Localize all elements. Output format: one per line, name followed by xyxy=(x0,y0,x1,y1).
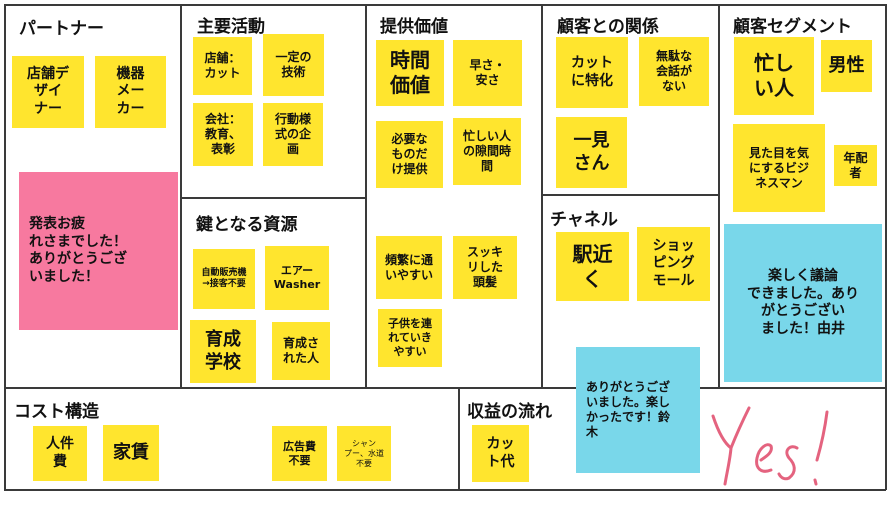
sticky-note-male[interactable]: 男性 xyxy=(821,40,872,92)
section-title-customer-relationships: 顧客との関係 xyxy=(557,17,659,37)
section-title-revenue-streams: 収益の流れ xyxy=(467,402,552,422)
section-title-partners: パートナー xyxy=(19,19,104,39)
sticky-note-labor-cost[interactable]: 人件 費 xyxy=(33,426,87,481)
section-title-cost-structure: コスト構造 xyxy=(14,402,99,422)
section-title-channels: チャネル xyxy=(550,210,618,230)
sticky-note-store-cut[interactable]: 店舗： カット xyxy=(193,37,252,95)
sticky-note-speed-cheap[interactable]: 早さ・ 安さ xyxy=(453,40,522,106)
divider-top-bottom xyxy=(4,387,886,389)
sticky-note-no-ads[interactable]: 広告費 不要 xyxy=(272,426,327,481)
sticky-note-company-education[interactable]: 会社： 教育、 表彰 xyxy=(193,103,253,166)
sticky-note-easy-frequent[interactable]: 頻繁に通 いやすい xyxy=(376,236,442,299)
sticky-note-revenue-thanks[interactable]: ありがとうござ いました。楽し かったです！鈴 木 xyxy=(576,347,700,473)
divider-activities-value xyxy=(365,4,367,388)
sticky-note-busy-people[interactable]: 忙し い人 xyxy=(734,37,814,115)
sticky-note-busy-spare-time[interactable]: 忙しい人 の隙間時 間 xyxy=(453,118,521,185)
section-title-key-activities: 主要活動 xyxy=(197,17,265,37)
sticky-note-only-needed[interactable]: 必要な ものだ け提供 xyxy=(376,121,443,188)
sticky-note-store-designer[interactable]: 店舗デ ザイ ナー xyxy=(12,56,84,128)
canvas-border-bottom xyxy=(4,489,886,491)
sticky-note-no-chat[interactable]: 無駄な 会話が ない xyxy=(639,37,709,106)
sticky-note-first-time[interactable]: 一見 さん xyxy=(556,117,627,188)
section-title-key-resources: 鍵となる資源 xyxy=(196,215,298,235)
sticky-note-image-conscious-businessman[interactable]: 見た目を気 にするビジ ネスマン xyxy=(733,124,825,212)
divider-partners-activities xyxy=(180,4,182,388)
sticky-note-fixed-skill[interactable]: 一定の 技術 xyxy=(263,34,324,96)
sticky-note-vending-machine[interactable]: 自動販売機 →接客不要 xyxy=(193,249,255,309)
sticky-note-with-children[interactable]: 子供を連 れていき やすい xyxy=(378,309,442,367)
section-title-customer-segments: 顧客セグメント xyxy=(733,17,852,37)
sticky-note-near-station[interactable]: 駅近 く xyxy=(556,232,629,301)
sticky-note-rent[interactable]: 家賃 xyxy=(103,425,159,481)
sticky-note-behavior-plan[interactable]: 行動様 式の企 画 xyxy=(263,103,323,166)
sticky-note-cut-focus[interactable]: カット に特化 xyxy=(556,37,628,108)
sticky-note-trained-people[interactable]: 育成さ れた人 xyxy=(272,322,330,380)
sticky-note-clean-hair[interactable]: スッキ リした 頭髪 xyxy=(453,236,517,299)
sticky-note-no-shampoo-water[interactable]: シャン プー、水道 不要 xyxy=(337,426,391,481)
divider-relationships-segments xyxy=(718,4,720,388)
canvas-border-left xyxy=(4,4,6,490)
divider-cost-revenue xyxy=(458,387,460,490)
canvas-border-top xyxy=(4,4,886,6)
sticky-note-time-value[interactable]: 時間 価値 xyxy=(376,40,444,106)
sticky-note-air-washer[interactable]: エアー Washer xyxy=(265,246,329,310)
canvas-border-right xyxy=(885,4,887,490)
divider-relationships-channels xyxy=(541,194,719,196)
sticky-note-equipment-maker[interactable]: 機器 メー カー xyxy=(95,56,166,128)
sticky-note-elderly[interactable]: 年配 者 xyxy=(834,145,877,186)
divider-value-relationships xyxy=(541,4,543,388)
divider-activities-resources xyxy=(180,197,366,199)
sticky-note-partners-thanks[interactable]: 発表お疲 れさまでした！ ありがとうござ いました！ xyxy=(19,172,178,330)
sticky-note-training-school[interactable]: 育成 学校 xyxy=(190,320,256,383)
sticky-note-segments-thanks[interactable]: 楽しく議論 できました。あり がとうござい ました！由井 xyxy=(724,224,882,382)
sticky-note-cut-fee[interactable]: カッ ト代 xyxy=(472,425,529,482)
section-title-value-propositions: 提供価値 xyxy=(380,17,448,37)
sticky-note-shopping-mall[interactable]: ショッ ピング モール xyxy=(637,227,710,301)
handwritten-yes xyxy=(711,406,829,486)
